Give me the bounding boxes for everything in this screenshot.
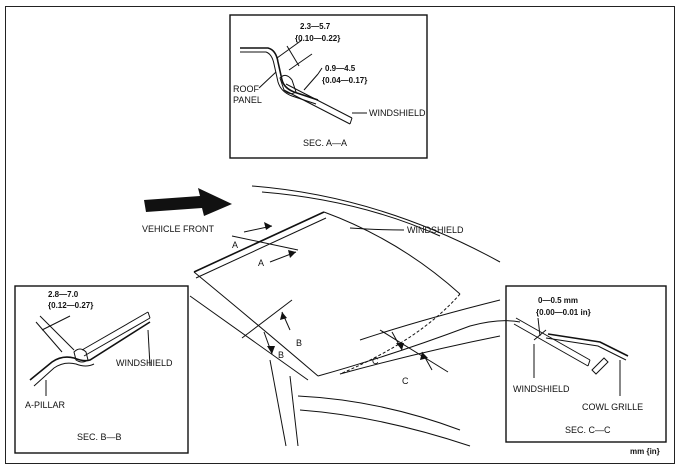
main-vehicle-view: VEHICLE FRONT WINDSHIELD A A: [142, 185, 521, 447]
bb-windshield-top: [81, 311, 149, 351]
section-aa-detail: 2.3—5.7 {0.10—0.22} 0.9—4.5 {0.04—0.17} …: [229, 14, 428, 159]
section-a-cut-line: [231, 235, 299, 251]
dim2-leader: [317, 67, 323, 75]
bb-dim-extension-a: [39, 315, 75, 351]
bb-windshield-bottom: [83, 317, 151, 357]
sec-bb-dim-in: {0.12—0.27}: [48, 301, 93, 310]
vehicle-front-label: VEHICLE FRONT: [142, 224, 215, 234]
door-frame-front: [269, 359, 287, 447]
windshield-lower-edge-hidden: [339, 293, 461, 375]
bb-windshield-leader: [147, 329, 151, 367]
door-belt-line: [297, 395, 461, 431]
section-cc-detail: 0—0.5 mm {0.00—0.01 in} WINDSHIELD COWL …: [505, 285, 667, 443]
section-bb-box: [14, 285, 189, 454]
sec-aa-dim2-in: {0.04—0.17}: [322, 76, 367, 85]
sec-cc-dim-in: {0.00—0.01 in}: [536, 308, 591, 317]
door-lower-line: [299, 409, 471, 447]
section-b-arrowhead-2: [280, 312, 287, 320]
windshield-top-edge-inner: [195, 217, 327, 279]
roof-panel-inner: [240, 51, 317, 105]
roof-panel-leader: [258, 71, 277, 89]
sec-aa-dim1: 2.3—5.7: [300, 22, 331, 31]
section-aa-box: [229, 14, 428, 159]
sec-bb-windshield-label: WINDSHIELD: [116, 358, 173, 368]
cc-windshield-bottom: [513, 323, 589, 367]
windshield-glass-bottom: [283, 89, 351, 125]
roof-outline: [251, 185, 501, 263]
roof-panel-shape: [240, 47, 319, 101]
sec-aa-dim2: 0.9—4.5: [325, 64, 356, 73]
section-a-marker-1: A: [232, 240, 238, 250]
sec-bb-pillar-label: A-PILLAR: [25, 400, 66, 410]
section-b-marker-1: B: [278, 350, 284, 360]
sec-cc-title: SEC. C—C: [565, 425, 611, 435]
sec-aa-dim1-in: {0.10—0.22}: [295, 34, 340, 43]
windshield-glass-edge: [349, 117, 353, 125]
vehicle-front-arrow: [144, 188, 232, 216]
a-pillar-outline: [189, 295, 309, 381]
cowl-grille-top: [547, 333, 629, 357]
dim1-extension-b: [288, 53, 313, 71]
section-a-arrowhead-2: [288, 250, 296, 258]
sec-aa-title: SEC. A—A: [303, 138, 347, 148]
dim1-arrow: [286, 45, 300, 67]
cowl-grille-inner: [545, 337, 627, 361]
section-c-arrowhead-1: [396, 343, 404, 350]
main-windshield-leader: [349, 227, 405, 231]
section-a-arrowhead-1: [264, 222, 272, 230]
sec-bb-dim: 2.8—7.0: [48, 290, 79, 299]
section-c-marker-1: C: [372, 356, 379, 366]
bb-dim-arrow: [41, 315, 71, 331]
windshield-glass-top: [285, 83, 353, 119]
bb-windshield-edge: [147, 311, 151, 319]
section-bb-detail: 2.8—7.0 {0.12—0.27} WINDSHIELD A-PILLAR …: [14, 285, 189, 454]
main-windshield-label: WINDSHIELD: [407, 225, 464, 235]
section-c-marker-2: C: [402, 376, 409, 386]
section-a-marker-2: A: [258, 258, 264, 268]
section-b-marker-2: B: [296, 338, 302, 348]
sec-aa-panel-label: PANEL: [233, 95, 262, 105]
section-c-cut-line: [379, 329, 449, 373]
sec-cc-windshield-label: WINDSHIELD: [513, 384, 570, 394]
roof-inner-line: [261, 191, 441, 237]
windshield-right-edge: [323, 211, 461, 295]
section-b-arrowhead-1: [267, 346, 275, 354]
section-c-arrowhead-2: [420, 352, 428, 360]
sec-aa-windshield-label: WINDSHIELD: [369, 108, 426, 118]
hood-line: [359, 299, 501, 341]
cc-dim-leader: [537, 317, 541, 337]
door-frame-rear: [289, 375, 299, 447]
section-cc-box: [505, 285, 667, 443]
section-b-cut-line: [241, 299, 293, 339]
sec-cc-cowl-label: COWL GRILLE: [582, 402, 643, 412]
units-label: mm {in}: [630, 447, 660, 456]
windshield-left-edge: [193, 271, 319, 377]
a-pillar-inner: [33, 362, 95, 387]
cowl-outline: [317, 320, 521, 377]
cowl-grille-clip: [591, 357, 609, 375]
sec-bb-title: SEC. B—B: [77, 432, 122, 442]
urethane-bead: [279, 74, 297, 95]
bb-urethane-bead: [73, 348, 89, 363]
sec-cc-dim: 0—0.5 mm: [538, 296, 578, 305]
cc-windshield-edge: [587, 359, 591, 367]
cowl-inner-line: [339, 335, 501, 375]
sec-aa-roof-label: ROOF: [233, 84, 260, 94]
dim2-arrow: [303, 73, 319, 91]
bb-dim-extension-b: [35, 321, 63, 353]
dim1-extension-a: [276, 39, 303, 59]
